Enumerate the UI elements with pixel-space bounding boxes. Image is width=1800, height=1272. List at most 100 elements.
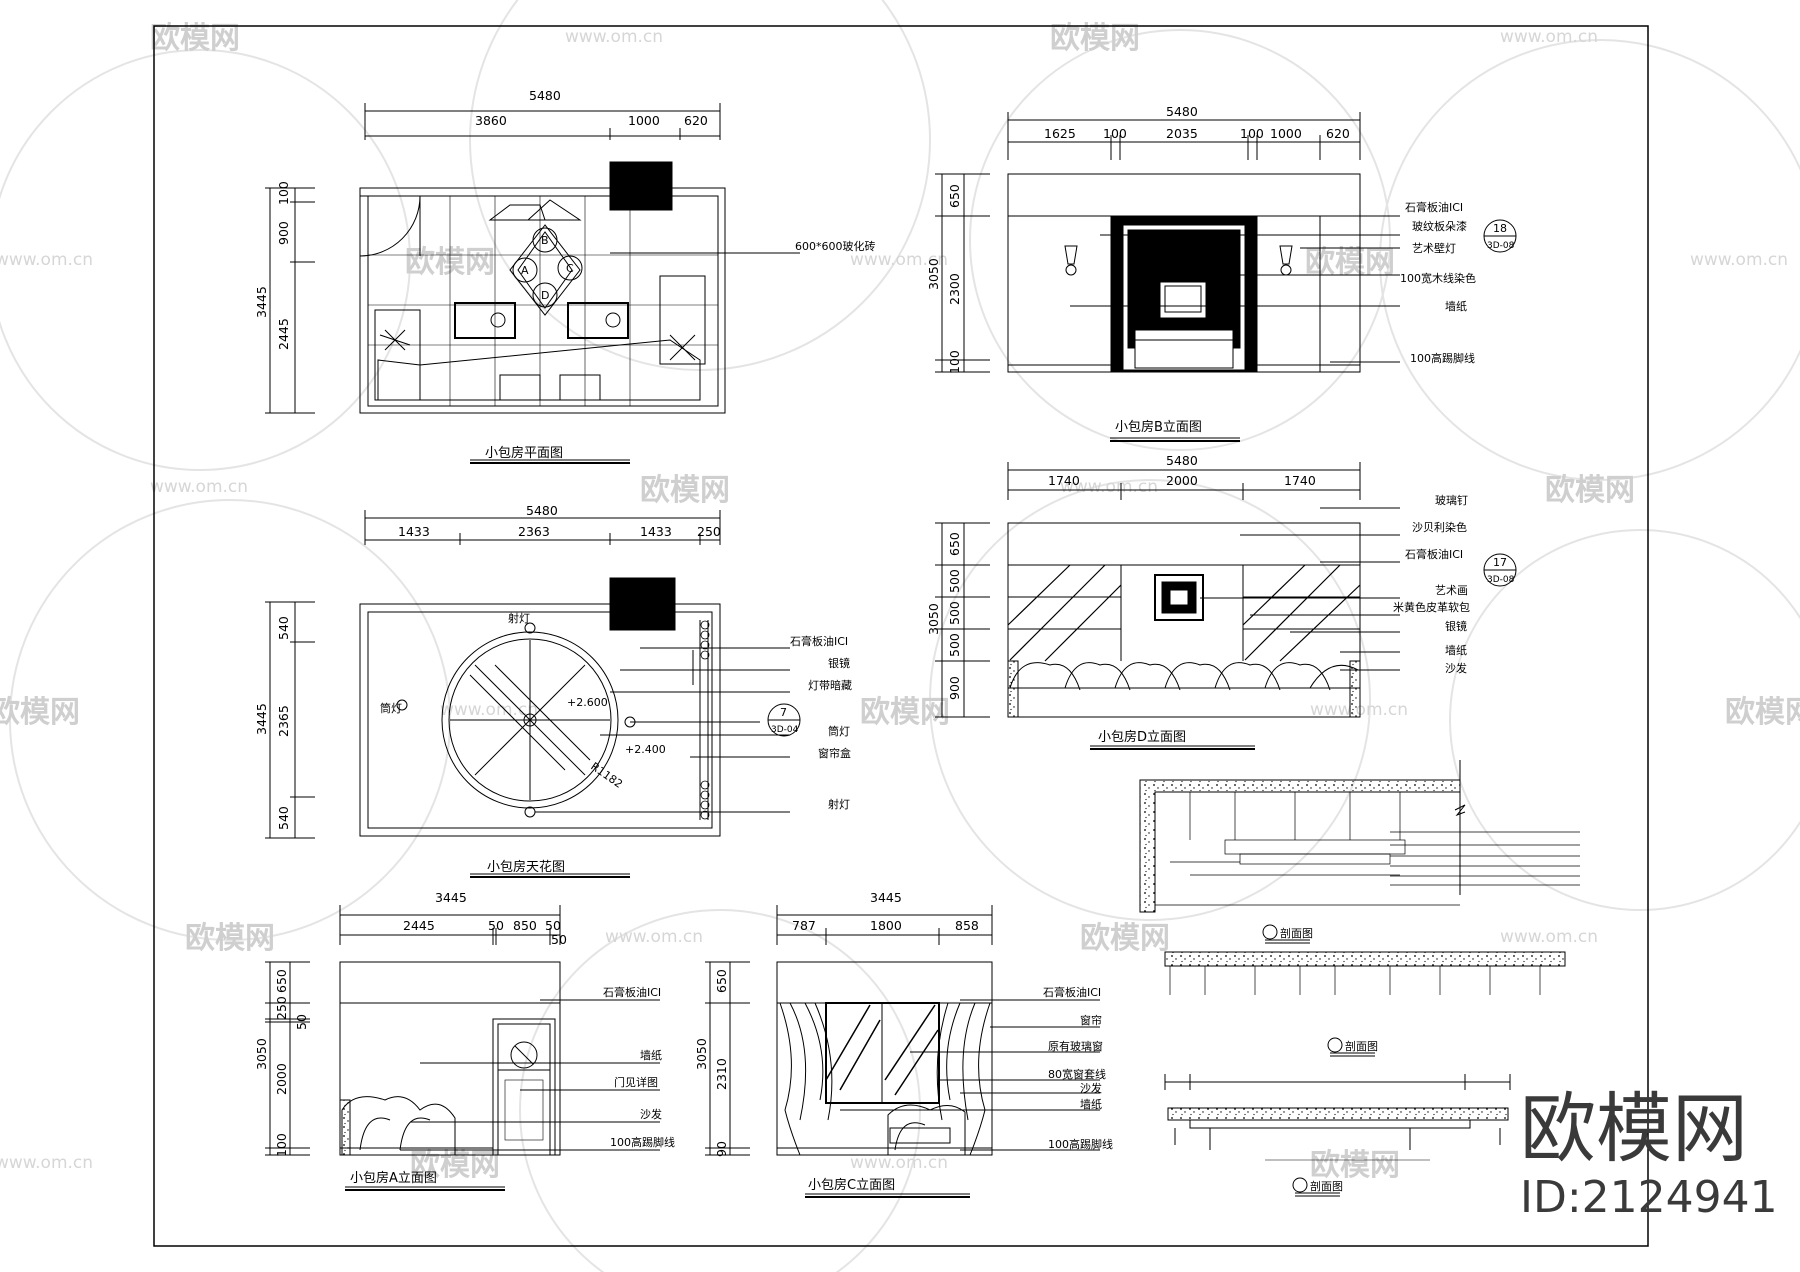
elev-a-title: 小包房A立面图 [350, 1170, 437, 1186]
watermark-brand: 欧模网 [1545, 473, 1635, 508]
plan-tag-c: C [566, 262, 574, 275]
ceiling-dim-v-c: 540 [276, 806, 291, 830]
elev-b-dim-v: 2300 [947, 273, 962, 305]
watermark-brand: 欧模网 [1725, 695, 1800, 730]
elev-b-title: 小包房B立面图 [1115, 419, 1202, 435]
elevation-a-drawing [265, 905, 660, 1156]
elev-a-note: 门见详图 [614, 1075, 658, 1089]
ceiling-drawing [265, 510, 790, 839]
watermark-brand: 欧模网 [1310, 1148, 1400, 1183]
ceiling-text: 5480 1433 2363 1433 250 3445 540 2365 54… [254, 503, 852, 875]
elev-c-dim: 787 [792, 918, 816, 933]
elev-c-note: 100高踢脚线 [1048, 1137, 1113, 1151]
elevation-d-drawing [935, 462, 1400, 718]
elev-c-dim-total: 3445 [870, 890, 902, 905]
watermark-brand: 欧模网 [640, 473, 730, 508]
elevation-b-text: 5480 1625 100 2035 100 1000 620 3050 650… [926, 104, 1515, 435]
ceiling-radius: R1182 [588, 760, 625, 791]
elev-d-dim-v: 650 [947, 532, 962, 556]
ceiling-dim-v-total: 3445 [254, 703, 269, 735]
ceiling-note: 石膏板油ICI [790, 634, 848, 648]
elev-b-note: 艺术壁灯 [1412, 241, 1456, 255]
sheet-border [153, 25, 1649, 1247]
elev-d-note: 米黄色皮革软包 [1393, 600, 1470, 614]
elev-d-dim-v: 500 [947, 601, 962, 625]
elev-a-note: 沙发 [640, 1107, 662, 1121]
elevation-c-text: 3445 787 1800 858 3050 650 2310 90 石膏板油I… [694, 890, 1113, 1193]
elev-b-callout-num: 18 [1493, 222, 1507, 235]
elev-b-note: 100高踢脚线 [1410, 351, 1475, 365]
plan-dim-c: 620 [684, 113, 708, 128]
elev-c-dim-v: 650 [714, 969, 729, 993]
ceiling-callout-ref: 3D-04 [771, 725, 799, 735]
ceiling-note: 射灯 [828, 797, 850, 811]
plan-dim-v-total: 3445 [254, 286, 269, 318]
elev-c-title: 小包房C立面图 [808, 1177, 895, 1193]
watermark-url: www.om.cn [1690, 250, 1788, 270]
elev-a-dim-total: 3445 [435, 890, 467, 905]
plan-title: 小包房平面图 [485, 445, 563, 461]
watermark-brand: 欧模网 [1050, 21, 1140, 56]
ceiling-note: 银镜 [828, 656, 850, 670]
watermark-brand: 欧模网 [185, 921, 275, 956]
elev-d-dim-v: 500 [947, 569, 962, 593]
elev-d-dim: 1740 [1048, 473, 1080, 488]
ceiling-title: 小包房天花图 [487, 859, 565, 875]
elev-a-dim-v-total: 3050 [254, 1038, 269, 1070]
ceiling-label-spot: 射灯 [508, 611, 530, 625]
watermark-brand: 欧模网 [0, 695, 80, 730]
elev-b-dim-total: 5480 [1166, 104, 1198, 119]
ceiling-dim-v-b: 2365 [276, 705, 291, 737]
plan-dim-total: 5480 [529, 88, 561, 103]
watermark-url: www.om.cn [440, 700, 538, 720]
elev-d-note: 墙纸 [1445, 643, 1467, 657]
elev-d-title: 小包房D立面图 [1098, 729, 1186, 745]
elevation-a-text: 3445 2445 50 850 50 50 3050 650 250 50 2… [254, 890, 675, 1186]
ceiling-label-downlight: 筒灯 [380, 701, 402, 715]
elev-d-dim-total: 5480 [1166, 453, 1198, 468]
elev-b-callout-ref: 3D-08 [1487, 241, 1515, 251]
elev-a-dim-v: 50 [294, 1014, 309, 1030]
section-details [1139, 760, 1580, 1197]
watermark-url: www.om.cn [1500, 927, 1598, 947]
plan-dim-v-c: 2445 [276, 318, 291, 350]
elev-d-note: 沙发 [1445, 661, 1467, 675]
watermark-brand: 欧模网 [860, 695, 950, 730]
elev-c-dim: 858 [955, 918, 979, 933]
watermark-url: www.om.cn [850, 250, 948, 270]
plan-tag-a: A [521, 264, 529, 277]
plan-dim-v-b: 900 [276, 221, 291, 245]
ceiling-note: 窗帘盒 [818, 746, 851, 760]
watermark-url: www.om.cn [0, 250, 93, 270]
ceiling-note: 筒灯 [828, 724, 850, 738]
brand-id: ID:2124941 [1520, 1172, 1778, 1223]
ceiling-note: 灯带暗藏 [808, 678, 852, 692]
elev-b-note: 墙纸 [1445, 299, 1467, 313]
plan-drawing [265, 103, 800, 414]
elev-d-dim-v: 500 [947, 633, 962, 657]
plan-dim-b: 1000 [628, 113, 660, 128]
watermark-brand: 欧模网 [1080, 921, 1170, 956]
elev-b-dim-v: 100 [947, 350, 962, 374]
elev-d-callout-num: 17 [1493, 556, 1507, 569]
elev-a-dim-extra: 50 [551, 932, 567, 947]
elev-c-note: 窗帘 [1080, 1013, 1102, 1027]
section-title: 剖面图 [1310, 1179, 1343, 1193]
watermark-url: www.om.cn [565, 27, 663, 47]
ceiling-dim-b: 2363 [518, 524, 550, 539]
elev-b-dim: 2035 [1166, 126, 1198, 141]
elev-a-note: 墙纸 [640, 1048, 662, 1062]
brand-mark: 欧模网 ID:2124941 [1520, 1084, 1778, 1223]
ceiling-dim-total: 5480 [526, 503, 558, 518]
watermark-url: www.om.cn [150, 477, 248, 497]
ceiling-dim-c: 1433 [640, 524, 672, 539]
elev-d-dim: 1740 [1284, 473, 1316, 488]
elev-d-dim-v-total: 3050 [926, 603, 941, 635]
elev-b-note: 石膏板油ICI [1405, 200, 1463, 214]
ceiling-dim-v-a: 540 [276, 616, 291, 640]
plan-dim-a: 3860 [475, 113, 507, 128]
elev-d-callout-ref: 3D-08 [1487, 575, 1515, 585]
plan-note-tile: 600*600玻化砖 [795, 239, 876, 253]
elev-a-dim: 850 [513, 918, 537, 933]
